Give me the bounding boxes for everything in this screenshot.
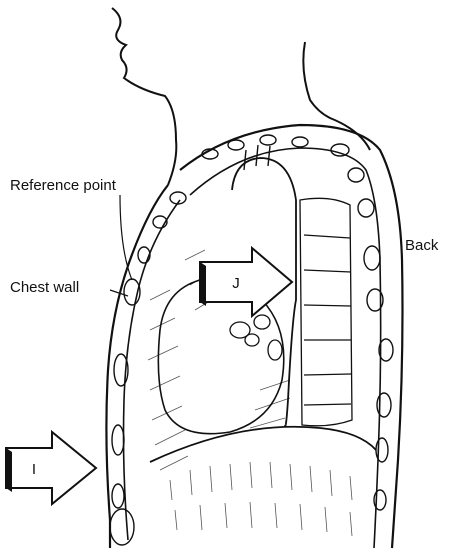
arrow-j: J [200, 248, 292, 316]
outer-chest-contour [106, 125, 402, 548]
arrow-i: I [6, 432, 96, 504]
hilum-vessels [230, 315, 282, 360]
arrow-j-label: J [232, 275, 240, 292]
label-back: Back [405, 237, 439, 254]
diaphragm [150, 427, 376, 462]
front-rib-sections [110, 192, 186, 545]
arrow-i-label: I [32, 461, 36, 478]
back-vertebrae [202, 135, 393, 510]
reference-point-leader [120, 195, 132, 280]
inner-chest-contour [124, 148, 381, 548]
face-profile [112, 8, 176, 185]
spinal-column [300, 198, 352, 425]
abdomen-hatching [170, 462, 352, 536]
label-chest-wall: Chest wall [10, 279, 79, 296]
label-reference-point: Reference point [10, 177, 117, 194]
back-neck-line [303, 42, 370, 150]
aortic-branch [244, 145, 270, 170]
